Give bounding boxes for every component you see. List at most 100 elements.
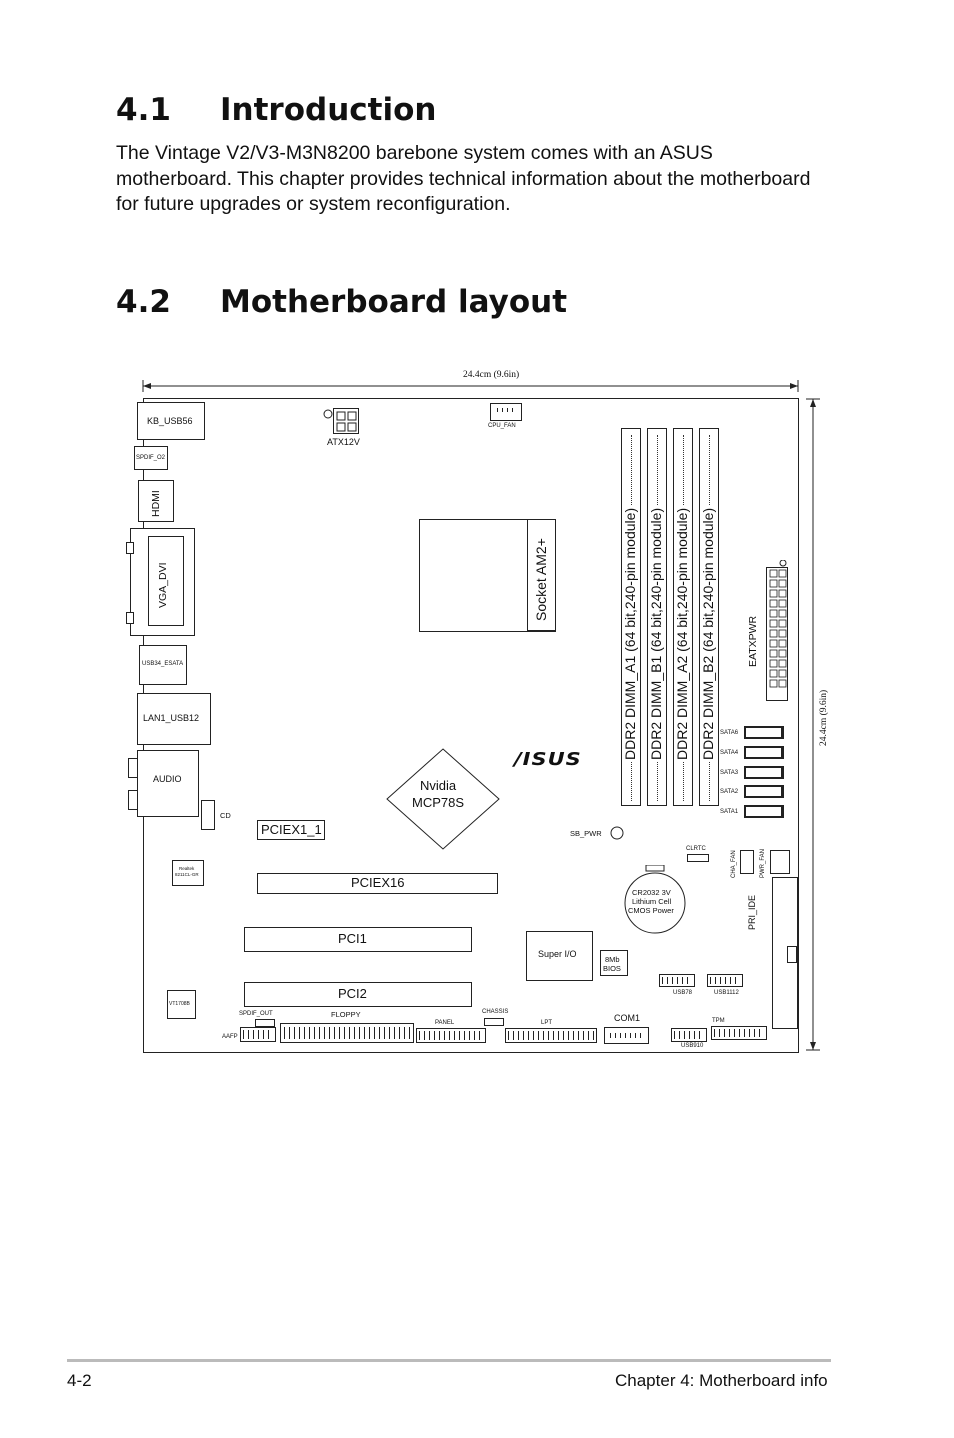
cha-fan-label: CHA_FAN [731, 850, 737, 878]
cmos-battery [624, 865, 686, 934]
chassis-label: CHASSIS [482, 1009, 509, 1015]
atx12v-pins [323, 409, 357, 432]
audio-tab-top [128, 758, 138, 778]
cd-label: CD [220, 811, 231, 820]
sata4-label: SATA4 [720, 750, 739, 756]
panel-label: PANEL [435, 1020, 455, 1026]
section-2-heading: 4.2 Motherboard layout [116, 284, 716, 324]
aafp-pins [243, 1030, 273, 1039]
dimm-a1-label: DDR2 DIMM_A1 (64 bit,240-pin module) [622, 505, 638, 762]
super-io-label: Super I/O [538, 949, 577, 959]
chipset-label-line1: Nvidia [420, 778, 457, 793]
vt1708b-chip [167, 990, 196, 1019]
intro-paragraph: The Vintage V2/V3-M3N8200 barebone syste… [116, 141, 836, 218]
dimm-a2-label: DDR2 DIMM_A2 (64 bit,240-pin module) [674, 505, 690, 762]
chipset-label-line2: MCP78S [412, 795, 465, 810]
battery-label-line1: CR2032 3V [632, 888, 671, 897]
cpu-socket-lever [527, 519, 556, 631]
section-1-heading: 4.1 Introduction [116, 92, 616, 132]
dimension-height-arrow [806, 398, 820, 1051]
kb-usb56-label: KB_USB56 [147, 416, 193, 426]
eatxpwr-pins [769, 560, 787, 688]
usb910-label: USB910 [681, 1043, 704, 1049]
chipset-diamond [386, 748, 500, 850]
com1-label: COM1 [614, 1013, 641, 1023]
aafp-label: AAFP [222, 1034, 238, 1040]
usb910-pins [674, 1031, 704, 1039]
pwr-fan-label: PWR_FAN [760, 848, 766, 878]
battery-label-line3: CMOS Power [628, 906, 674, 915]
vga-dvi-inner [148, 536, 184, 626]
sata3-connector [744, 766, 784, 779]
vt1708b-label: VT1708B [169, 1001, 190, 1007]
kb-usb56-port [137, 402, 205, 440]
floppy-pins [284, 1027, 410, 1039]
dimm-b1-label: DDR2 DIMM_B1 (64 bit,240-pin module) [648, 505, 664, 762]
bios-label-line1: 8Mb [605, 955, 620, 964]
usb1112-pins [710, 977, 740, 984]
footer-chapter-title: Chapter 4: Motherboard info [615, 1371, 828, 1390]
audio-tab-bottom [128, 790, 138, 810]
footer-rule [67, 1359, 831, 1362]
section-2-number: 4.2 [116, 284, 171, 320]
pciex1-slot [257, 820, 325, 840]
pciex1-label: PCIEX1_1 [261, 822, 322, 837]
pwr-fan-connector [770, 850, 790, 874]
vga-dvi-label: VGA_DVI [157, 562, 169, 608]
hdmi-port [138, 480, 174, 522]
realtek-chip [172, 860, 204, 886]
usb78-pins [662, 977, 692, 984]
sata1-connector [744, 805, 784, 818]
section-1-number: 4.1 [116, 92, 171, 128]
socket-label: Socket AM2+ [533, 538, 549, 621]
pci2-slot [244, 982, 472, 1007]
spdif-out-label: SPDIF_OUT [239, 1011, 273, 1017]
section-1-title: Introduction [220, 92, 437, 128]
pci1-label: PCI1 [338, 931, 367, 946]
pciex16-label: PCIEX16 [351, 875, 405, 890]
lpt-label: LPT [541, 1020, 553, 1026]
floppy-label: FLOPPY [331, 1010, 361, 1019]
usb1112-label: USB1112 [714, 990, 739, 996]
cha-fan-connector [740, 850, 754, 874]
bios-label-line2: BIOS [603, 964, 621, 973]
footer-page-number: 4-2 [67, 1371, 92, 1390]
asus-logo: /ISUS [514, 748, 582, 770]
dimension-width-label: 24.4cm (9.6in) [463, 370, 520, 380]
sb-pwr-label: SB_PWR [570, 829, 602, 838]
cpu-fan-label: CPU_FAN [488, 423, 516, 429]
sata4-connector [744, 746, 784, 759]
cd-connector [201, 800, 215, 830]
lan1-usb12-label: LAN1_USB12 [143, 713, 200, 723]
dimm-b2-label: DDR2 DIMM_B2 (64 bit,240-pin module) [700, 505, 716, 762]
sata6-label: SATA6 [720, 730, 739, 736]
chassis-header [484, 1018, 504, 1026]
dimension-height-label: 24.4cm (9.6in) [819, 689, 829, 746]
pci1-slot [244, 927, 472, 952]
sb-pwr-led [610, 826, 624, 840]
panel-pins [419, 1031, 483, 1040]
vga-screw-bottom [126, 612, 134, 624]
audio-label: AUDIO [153, 774, 182, 784]
eatxpwr-label: EATXPWR [747, 615, 759, 667]
super-io-chip [526, 931, 593, 981]
tpm-pins [714, 1029, 764, 1037]
tpm-label: TPM [712, 1018, 725, 1024]
usb78-label: USB78 [673, 990, 693, 996]
lan1-usb12-port [137, 693, 211, 745]
clrtc-jumper [687, 854, 709, 862]
spdif-o2-port [134, 446, 168, 470]
pri-ide-label: PRI_IDE [747, 894, 757, 930]
cpu-fan-connector [490, 403, 522, 421]
motherboard-diagram: 24.4cm (9.6in) 24.4cm (9.6in) KB_USB56 S… [0, 360, 954, 1060]
sata2-connector [744, 785, 784, 798]
spdif-o2-label: SPDIF_O2 [136, 455, 166, 461]
vga-screw-top [126, 542, 134, 554]
realtek-label-line2: 8211CL-GR [175, 872, 199, 877]
sata6-connector [744, 726, 784, 739]
sata1-label: SATA1 [720, 809, 739, 815]
dimension-width-arrow [142, 380, 799, 392]
usb34-esata-label: USB34_ESATA [142, 661, 184, 667]
usb34-esata-port [139, 645, 187, 685]
bios-chip [600, 950, 628, 976]
